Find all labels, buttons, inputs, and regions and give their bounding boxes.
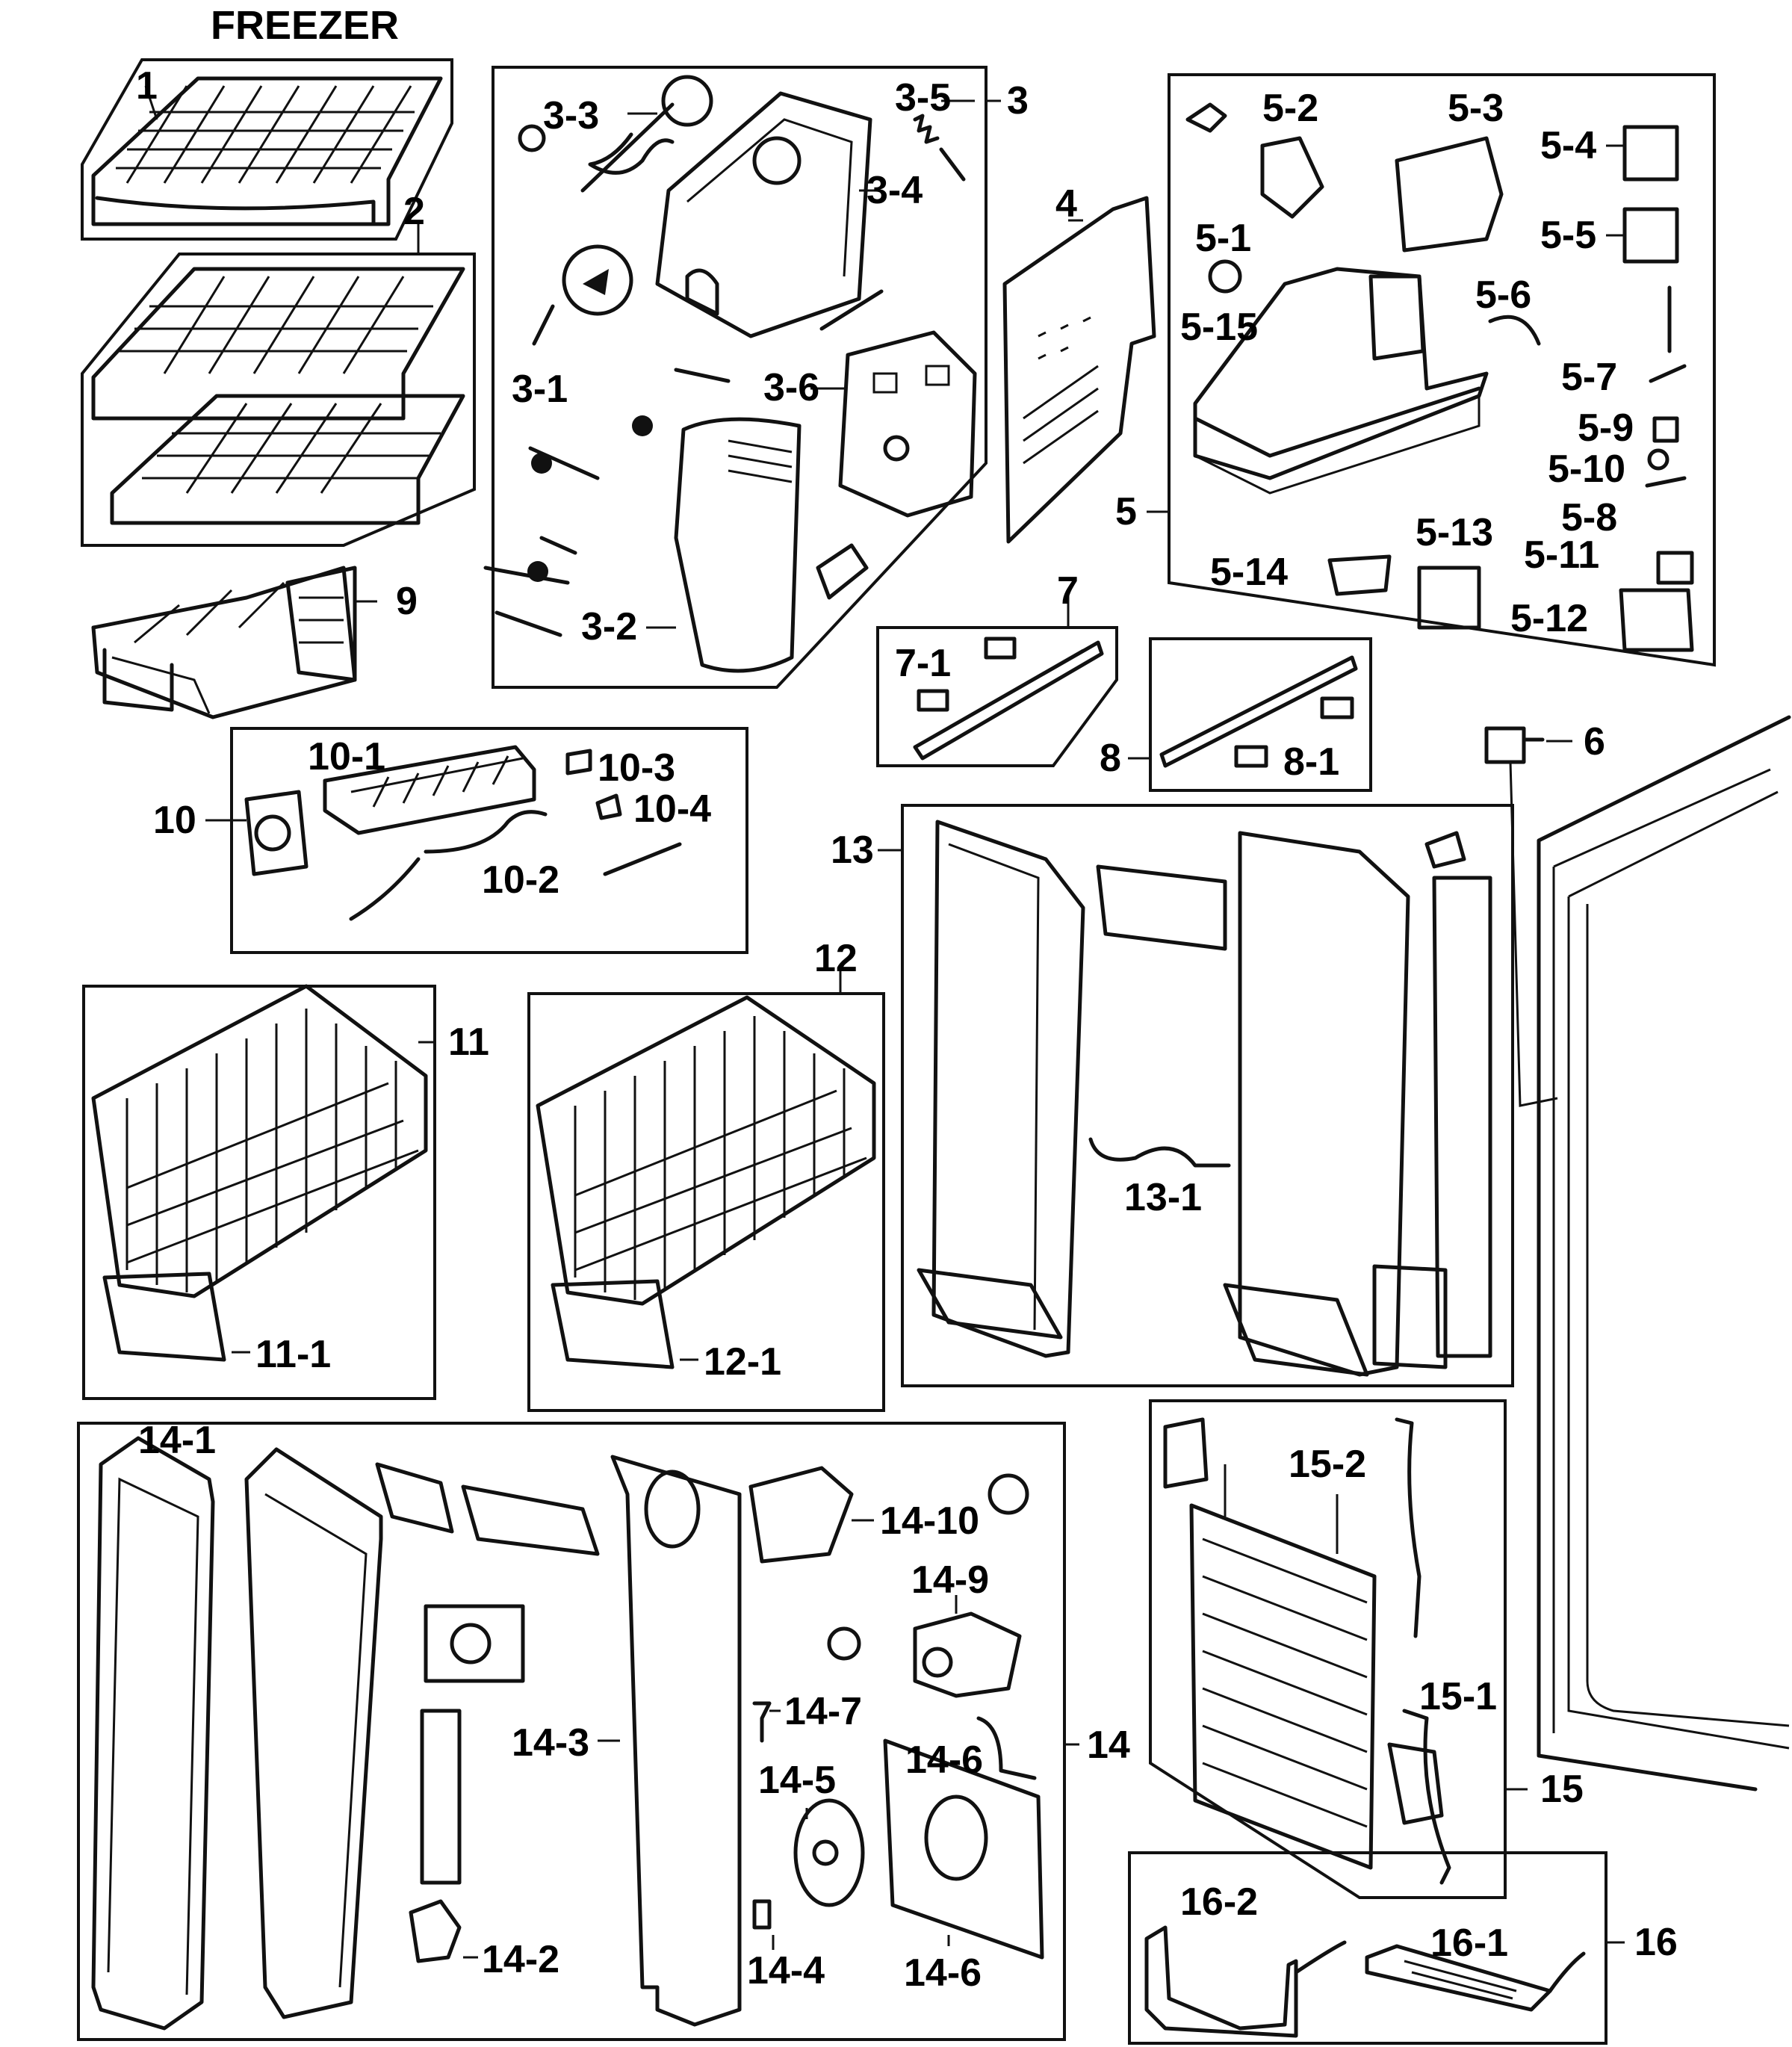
callout-10-2: 10-2	[482, 858, 559, 902]
callout-16: 16	[1634, 1921, 1678, 1964]
callout-5-14: 5-14	[1210, 551, 1288, 594]
callout-3-3: 3-3	[543, 94, 599, 137]
callout-5-3: 5-3	[1448, 87, 1504, 130]
callout-7-1: 7-1	[895, 642, 951, 685]
part-5-dispenser-group: 5-2 5-3 5-4 5-5 5-1 5-6 5-15 5-7 5-9 5-1…	[1115, 73, 1716, 667]
callout-5: 5	[1115, 490, 1137, 533]
callout-5-7: 5-7	[1561, 356, 1617, 399]
callout-7: 7	[1057, 569, 1079, 613]
part-2-shelves: 2	[81, 190, 476, 547]
part-1-wire-shelf: 1	[81, 58, 453, 241]
callout-1: 1	[136, 64, 158, 108]
callout-8: 8	[1100, 737, 1121, 780]
callout-14-3: 14-3	[512, 1721, 589, 1765]
part-8-dispenser-rail: 8 8-1	[1100, 637, 1372, 792]
callout-5-13: 5-13	[1416, 511, 1493, 554]
part-13-duct-covers: 13 13-1	[831, 804, 1514, 1387]
callout-14: 14	[1087, 1724, 1130, 1767]
callout-9: 9	[396, 580, 418, 623]
part-3-ice-bucket-group: 3-3 3-5 3 3-4 3-1 3-6 3-2	[483, 66, 1029, 689]
part-15-evaporator: 15-2 15-1 15	[1149, 1399, 1584, 1899]
part-7-dispenser-rail: 7 7-1	[876, 569, 1118, 767]
callout-15: 15	[1540, 1768, 1584, 1811]
callout-5-15: 5-15	[1180, 306, 1258, 349]
callout-13-1: 13-1	[1124, 1176, 1202, 1219]
part-9-auger-housing: 9	[91, 566, 418, 719]
callout-11: 11	[448, 1021, 489, 1064]
callout-10-3: 10-3	[598, 746, 675, 790]
part-4-cover-panel: 4	[1002, 182, 1156, 544]
callout-15-1: 15-1	[1419, 1675, 1497, 1718]
callout-14-9: 14-9	[911, 1558, 989, 1602]
callout-3-4: 3-4	[866, 169, 923, 212]
part-10-ice-maker: 10 10-1 10-3 10-4 10-2	[153, 727, 748, 954]
callout-3: 3	[1007, 79, 1029, 123]
callout-5-9: 5-9	[1578, 406, 1634, 450]
part-11-basket: 11 11-1	[82, 984, 489, 1400]
callout-6: 6	[1584, 720, 1605, 764]
callout-3-6: 3-6	[763, 366, 819, 409]
callout-16-2: 16-2	[1180, 1880, 1258, 1924]
callout-14-7: 14-7	[784, 1690, 862, 1733]
callout-8-1: 8-1	[1283, 740, 1339, 784]
callout-5-4: 5-4	[1540, 124, 1596, 167]
callout-5-2: 5-2	[1262, 87, 1318, 130]
part-6-switch: 6	[1484, 720, 1605, 764]
cabinet-outline	[1509, 715, 1791, 1791]
callout-14-10: 14-10	[880, 1499, 979, 1543]
callout-14-6b: 14-6	[904, 1951, 982, 1995]
callout-4: 4	[1055, 182, 1077, 226]
callout-5-5: 5-5	[1540, 214, 1596, 257]
callout-14-6a: 14-6	[905, 1738, 983, 1782]
callout-2: 2	[403, 190, 425, 233]
callout-5-6: 5-6	[1475, 273, 1531, 317]
callout-14-5: 14-5	[758, 1759, 836, 1802]
callout-3-2: 3-2	[581, 605, 637, 648]
callout-10-4: 10-4	[633, 787, 711, 831]
callout-5-1: 5-1	[1195, 217, 1251, 260]
callout-10-1: 10-1	[308, 735, 385, 778]
callout-13: 13	[831, 829, 874, 872]
callout-5-11: 5-11	[1524, 533, 1599, 577]
callout-14-2: 14-2	[482, 1938, 559, 1981]
callout-12: 12	[814, 937, 858, 980]
part-16-drain-heater: 16 16-2 16-1	[1128, 1851, 1678, 2045]
callout-3-5: 3-5	[895, 76, 951, 120]
callout-12-1: 12-1	[704, 1340, 781, 1384]
callout-15-2: 15-2	[1289, 1443, 1366, 1486]
callout-16-1: 16-1	[1430, 1921, 1508, 1965]
part-14-evaporator-cover: 14-1 14-2 14-3 14-10 14-9 14-7 14-6 14 1…	[77, 1419, 1130, 2041]
callout-14-4: 14-4	[747, 1949, 825, 1992]
callout-14-1: 14-1	[138, 1419, 216, 1462]
part-12-basket: 12 12-1	[527, 937, 885, 1412]
callout-5-12: 5-12	[1510, 597, 1588, 640]
diagram-title: FREEZER	[211, 3, 399, 48]
callout-5-10: 5-10	[1548, 448, 1625, 491]
callout-3-1: 3-1	[512, 368, 568, 411]
callout-10: 10	[153, 799, 196, 842]
callout-11-1: 11-1	[255, 1333, 331, 1376]
callout-5-8: 5-8	[1561, 496, 1617, 539]
